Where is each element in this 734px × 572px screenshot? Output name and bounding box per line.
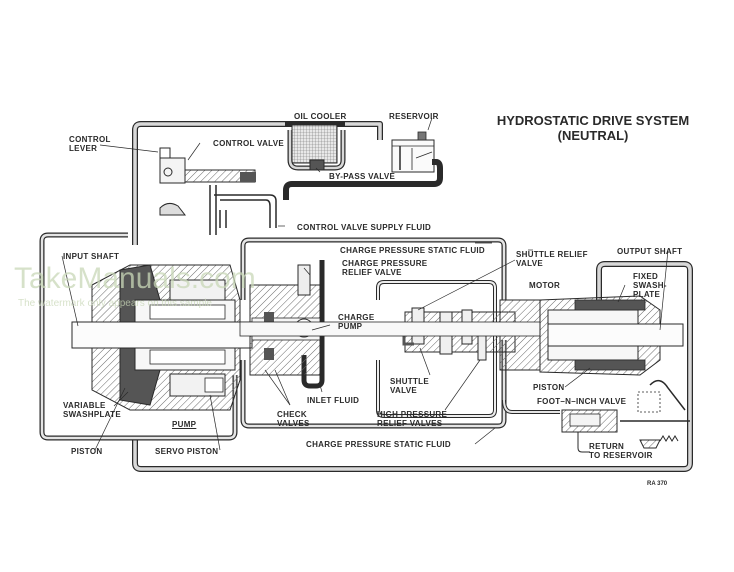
output-shaft-body [547, 323, 684, 347]
label-check-valves: CHECK VALVES [277, 410, 310, 428]
pump-case-drain-line [39, 232, 238, 441]
label-control-valve: CONTROL VALVE [213, 139, 285, 148]
label-control-lever: CONTROL LEVER [69, 135, 111, 153]
label-charge-pressure-relief-valve: CHARGE PRESSURE RELIEF VALVE [342, 259, 428, 277]
label-piston-right: PISTON [533, 383, 565, 392]
label-control-valve-supply-fluid: CONTROL VALVE SUPPLY FLUID [297, 223, 432, 232]
label-by-pass-valve: BY-PASS VALVE [329, 172, 396, 181]
label-charge-pump: CHARGE PUMP [338, 313, 375, 331]
label-foot-n-inch-valve: FOOT–N–INCH VALVE [537, 397, 627, 406]
foot-pedal [649, 379, 686, 411]
label-reservoir: RESERVOIR [389, 112, 439, 121]
leader-lines [61, 117, 669, 451]
label-charge-pressure-static-fluid-top: CHARGE PRESSURE STATIC FLUID [340, 246, 485, 255]
label-charge-pressure-static-fluid-bottom: CHARGE PRESSURE STATIC FLUID [306, 440, 451, 449]
variable-pump [71, 264, 253, 411]
oil-cooler [285, 121, 346, 171]
watermark-brand: TakeManuals.com [14, 262, 256, 295]
label-output-shaft: OUTPUT SHAFT [617, 247, 683, 256]
title-line-2: (NEUTRAL) [557, 128, 629, 143]
label-pump: PUMP [172, 420, 197, 429]
reservoir [391, 131, 435, 173]
charge-pressure-relief-valve-body [297, 264, 311, 296]
control-lever-body [159, 147, 171, 159]
label-shuttle-valve: SHUTTLE VALVE [390, 377, 429, 395]
control-valve-supply-line [209, 185, 277, 235]
label-oil-cooler: OIL COOLER [294, 112, 347, 121]
label-high-pressure-relief-valves: HIGH PRESSURE RELIEF VALVES [377, 410, 448, 428]
foot-n-inch-valve [502, 379, 690, 453]
return-spring [659, 435, 679, 442]
label-shuttle-relief-valve: SHUTTLE RELIEF VALVE [516, 250, 588, 268]
inlet-fluid-line [283, 159, 443, 389]
input-shaft-body [71, 321, 253, 349]
reference-code: RA 370 [647, 481, 668, 487]
diagram-title: HYDROSTATIC DRIVE SYSTEM (NEUTRAL) [478, 113, 708, 143]
by-pass-valve-body [309, 159, 325, 171]
label-input-shaft: INPUT SHAFT [63, 252, 120, 261]
fixed-motor [539, 295, 684, 376]
label-servo-piston: SERVO PISTON [155, 447, 219, 456]
title-line-1: HYDROSTATIC DRIVE SYSTEM [496, 113, 690, 128]
label-return-to-reservoir: RETURN TO RESERVOIR [589, 442, 653, 460]
center-passage [239, 321, 541, 337]
label-inlet-fluid: INLET FLUID [307, 396, 360, 405]
reservoir-cap [417, 131, 427, 141]
shuttle-manifold [239, 299, 541, 371]
label-variable-swashplate: VARIABLE SWASHPLATE [63, 401, 121, 419]
control-valve [159, 147, 256, 216]
label-motor: MOTOR [529, 281, 561, 290]
charge-pump-block [249, 264, 321, 376]
label-piston-left: PISTON [71, 447, 103, 456]
watermark-notice: The watermark only appears on this sampl… [18, 298, 212, 309]
label-fixed-swashplate: FIXED SWASH- PLATE [633, 272, 667, 299]
outer-return-line [132, 121, 693, 472]
